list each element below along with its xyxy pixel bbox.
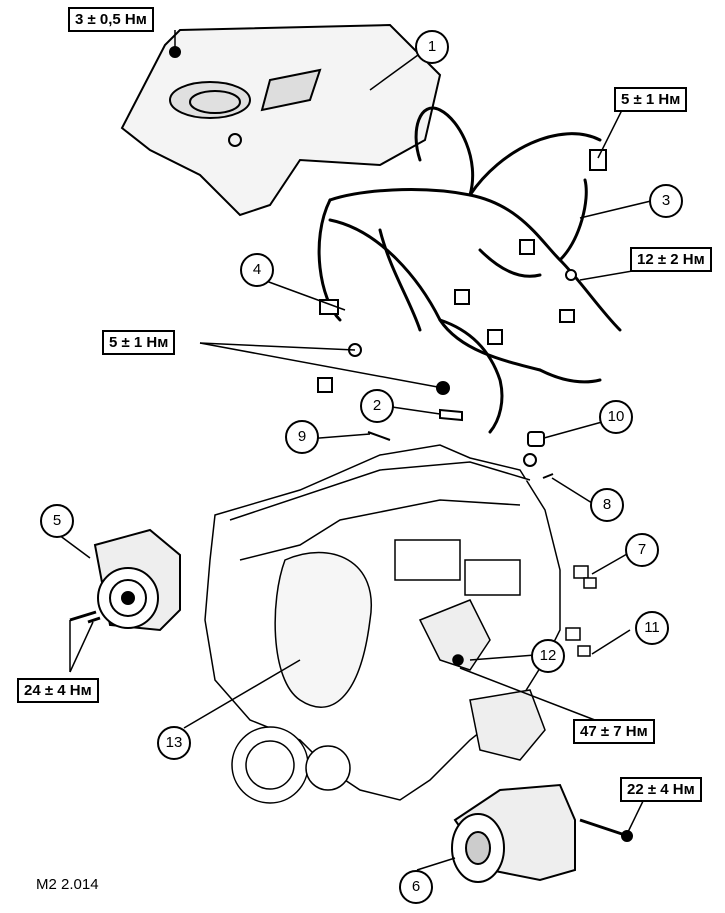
callout-12: 12: [531, 639, 565, 673]
torque-label-compressor-bolt: 22 ± 4 Нм: [620, 777, 702, 802]
callout-8: 8: [590, 488, 624, 522]
engine-cover: [120, 23, 442, 217]
torque-label-harness-bracket: 5 ± 1 Нм: [614, 87, 688, 112]
callout-10: 10: [599, 400, 633, 434]
callout-1: 1: [415, 30, 449, 64]
leader-lines: [54, 30, 656, 871]
clips: [565, 565, 597, 657]
torque-label-pump-bolt: 24 ± 4 Нм: [17, 678, 99, 703]
torque-label-harness-bolt: 5 ± 1 Нм: [102, 330, 176, 355]
callout-5: 5: [40, 504, 74, 538]
power-steering-pump: [69, 528, 181, 632]
wiring-harness: [317, 106, 622, 434]
torque-label-harness-nut: 12 ± 2 Нм: [630, 247, 712, 272]
sensor-parts: [367, 408, 554, 479]
callout-7: 7: [625, 533, 659, 567]
engine-block: [204, 444, 561, 804]
harness-connectors: [317, 149, 607, 395]
callout-9: 9: [285, 420, 319, 454]
callout-3: 3: [649, 184, 683, 218]
callout-4: 4: [240, 253, 274, 287]
callout-11: 11: [635, 611, 669, 645]
torque-label-mount-bolt: 47 ± 7 Нм: [573, 719, 655, 744]
callout-6: 6: [399, 870, 433, 904]
callout-2: 2: [360, 389, 394, 423]
torque-label-cover-bolt: 3 ± 0,5 Нм: [68, 7, 154, 32]
ac-compressor: [451, 783, 633, 883]
callout-13: 13: [157, 726, 191, 760]
figure-code: M2 2.014: [36, 876, 99, 893]
